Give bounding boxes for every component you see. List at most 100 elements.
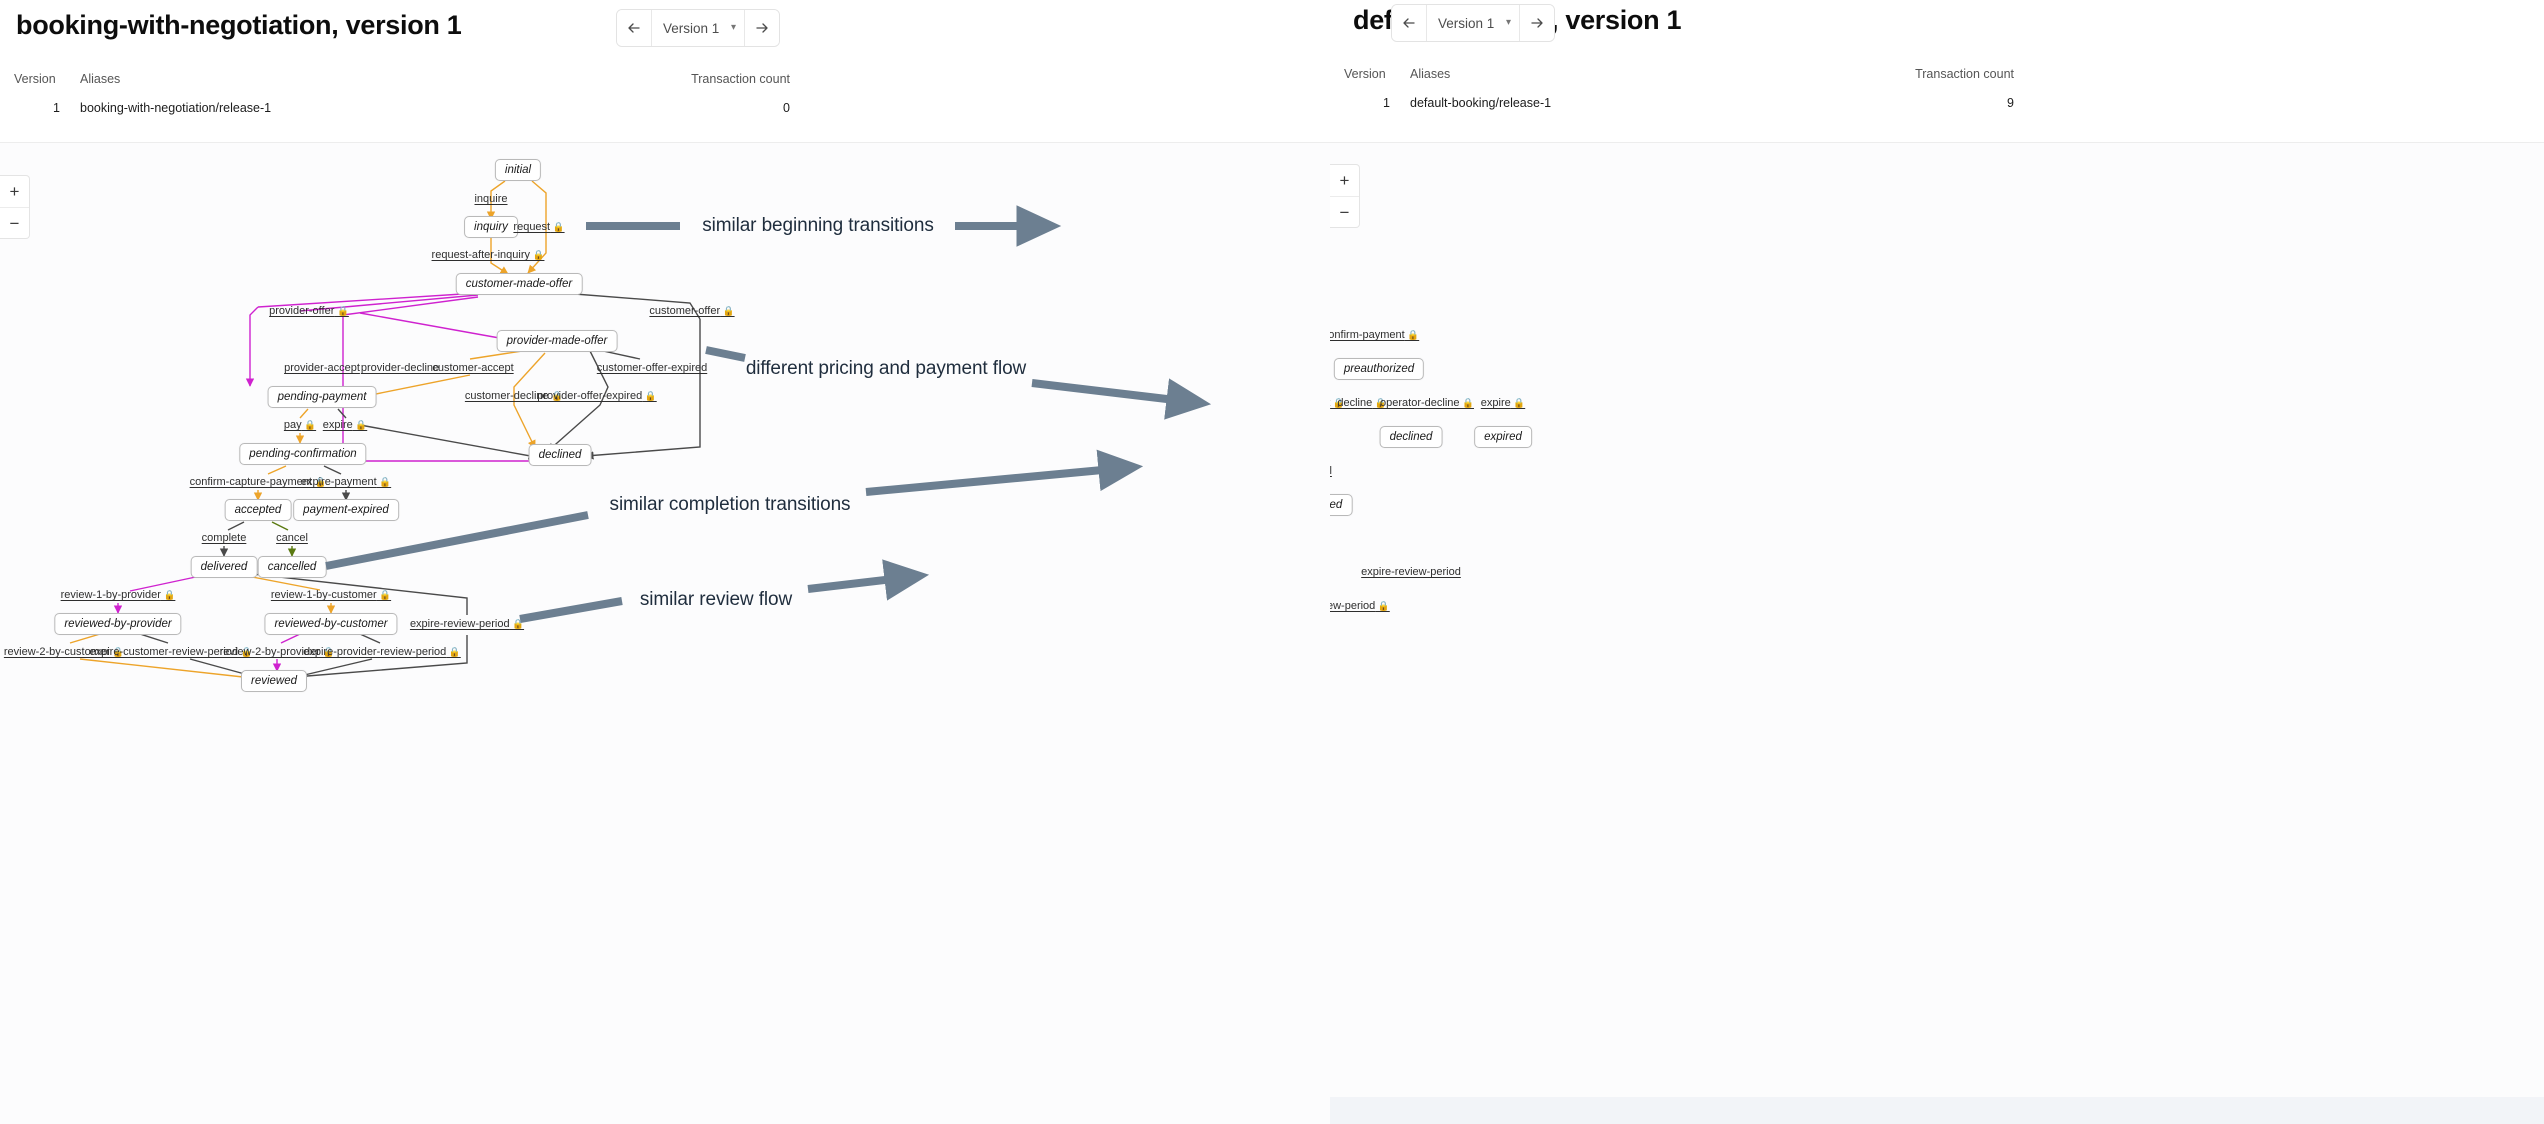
transition-label-provider-offer-expired[interactable]: provider-offer-expired 🔒 xyxy=(537,390,657,402)
panel-header-left: booking-with-negotiation, version 1 Vers… xyxy=(0,0,1330,142)
transition-label-confirm-capture-payment[interactable]: confirm-capture-payment 🔒 xyxy=(189,476,327,488)
state-node-cancelled[interactable]: cancelled xyxy=(257,556,327,578)
transition-label-provider-accept[interactable]: provider-accept xyxy=(284,362,360,374)
cell-transaction-count[interactable]: 0 xyxy=(783,101,790,115)
lock-icon: 🔒 xyxy=(1375,601,1390,612)
col-aliases: Aliases xyxy=(80,72,121,86)
arrow-right-icon[interactable] xyxy=(1520,5,1554,41)
version-pager-right[interactable]: Version 1 ▾ xyxy=(1391,4,1555,42)
transition-label-expire-payment[interactable]: expire-payment 🔒 xyxy=(300,476,392,488)
transition-label-customer-decline[interactable]: customer-decline 🔒 xyxy=(464,390,564,402)
transition-label-request-after-inquiry[interactable]: request-after-inquiry 🔒 xyxy=(431,249,545,261)
state-node-pending-payment[interactable]: pending-payment xyxy=(267,386,377,408)
transition-label-confirm-payment[interactable]: confirm-payment 🔒 xyxy=(1330,329,1420,341)
arrow-right-icon[interactable] xyxy=(745,10,779,46)
transition-label-cancel[interactable]: cancel xyxy=(276,532,308,544)
cell-aliases: booking-with-negotiation/release-1 xyxy=(80,101,272,115)
transition-label-expire[interactable]: expire 🔒 xyxy=(1480,397,1526,409)
state-graph-left[interactable]: + − xyxy=(0,142,1330,1124)
transition-label-review-1-by-customer[interactable]: review-1-by-customer 🔒 xyxy=(270,589,392,601)
cell-aliases: default-booking/release-1 xyxy=(1410,96,1552,110)
transition-label-customer-accept[interactable]: customer-accept xyxy=(432,362,514,374)
zoom-controls-right[interactable]: + − xyxy=(1330,164,1360,228)
zoom-out-button[interactable]: − xyxy=(1330,196,1359,227)
transition-label-review-2-by-customer[interactable]: review-2-by-customer 🔒 xyxy=(3,646,125,658)
transition-label-expire-review-period[interactable]: expire-review-period 🔒 xyxy=(409,618,525,630)
transition-label-cancel[interactable]: cancel xyxy=(1330,465,1332,477)
lock-icon: 🔒 xyxy=(334,306,349,317)
state-node-accepted[interactable]: accepted xyxy=(224,499,292,521)
version-select-right[interactable]: Version 1 ▾ xyxy=(1427,5,1519,41)
state-node-reviewed-by-provider[interactable]: reviewed-by-provider xyxy=(54,613,182,635)
transition-label-review-2-by-provider[interactable]: review-2-by-provider 🔒 xyxy=(219,646,335,658)
transition-label-complete[interactable]: complete xyxy=(201,532,247,544)
transition-label-decline[interactable]: decline 🔒 xyxy=(1337,397,1387,409)
cell-version: 1 xyxy=(53,101,60,115)
zoom-out-button[interactable]: − xyxy=(0,207,29,238)
arrow-left-icon[interactable] xyxy=(617,10,651,46)
page-title-left: booking-with-negotiation, version 1 xyxy=(16,10,462,40)
transition-label-provider-decline[interactable]: provider-decline xyxy=(360,362,440,374)
lock-icon: 🔒 xyxy=(1372,398,1387,409)
zoom-in-button[interactable]: + xyxy=(9,182,20,201)
transition-label-expire-provider-review-period[interactable]: expire-provider-review-period 🔒 xyxy=(1330,600,1390,612)
arrow-left-icon[interactable] xyxy=(1392,5,1426,41)
cell-transaction-count[interactable]: 9 xyxy=(2007,96,2014,110)
version-pager-left[interactable]: Version 1 ▾ xyxy=(616,9,780,47)
lock-icon: 🔒 xyxy=(1330,398,1345,409)
version-select-value: Version 1 xyxy=(1438,15,1495,31)
state-graph-right[interactable]: + − xyxy=(1330,142,2544,1124)
state-node-provider-made-offer[interactable]: provider-made-offer xyxy=(496,330,618,352)
divider xyxy=(1519,5,1520,41)
state-node-inquiry[interactable]: inquiry xyxy=(464,216,518,238)
lock-icon: 🔒 xyxy=(319,647,335,658)
col-transaction-count: Transaction count xyxy=(691,72,790,86)
version-select-left[interactable]: Version 1 ▾ xyxy=(652,10,744,46)
state-node-expired[interactable]: expired xyxy=(1474,426,1532,448)
zoom-in-button[interactable]: + xyxy=(1339,171,1350,190)
state-node-cancelled[interactable]: cancelled xyxy=(1330,494,1353,516)
lock-icon: 🔒 xyxy=(509,619,525,630)
state-node-payment-expired[interactable]: payment-expired xyxy=(293,499,399,521)
transition-label-operator-decline[interactable]: operator-decline 🔒 xyxy=(1380,397,1474,409)
transition-label-request[interactable]: request 🔒 xyxy=(513,221,565,233)
lock-icon: 🔒 xyxy=(376,477,392,488)
state-node-pending-confirmation[interactable]: pending-confirmation xyxy=(239,443,367,465)
divider xyxy=(651,10,652,46)
lock-icon: 🔒 xyxy=(160,590,176,601)
lock-icon: 🔒 xyxy=(1459,398,1474,409)
state-node-reviewed[interactable]: reviewed xyxy=(240,670,308,692)
annotation-beginning: similar beginning transitions xyxy=(702,215,934,236)
transition-label-pay[interactable]: pay 🔒 xyxy=(283,419,317,431)
version-select-value: Version 1 xyxy=(663,20,720,36)
divider xyxy=(1426,5,1427,41)
annotation-pricing: different pricing and payment flow xyxy=(745,358,1027,379)
state-node-declined[interactable]: declined xyxy=(528,444,592,466)
transition-label-expire-provider-review-period[interactable]: expire-provider-review-period 🔒 xyxy=(303,646,461,658)
lock-icon: 🔒 xyxy=(352,420,368,431)
transition-label-provider-offer[interactable]: provider-offer 🔒 xyxy=(269,305,349,317)
cell-version: 1 xyxy=(1383,96,1390,110)
lock-icon: 🔒 xyxy=(529,250,545,261)
transition-label-expire-customer-review-period[interactable]: expire-customer-review-period 🔒 xyxy=(89,646,253,658)
table-header-row: Version Aliases Transaction count xyxy=(1330,67,2014,84)
graph-edges-left xyxy=(69,180,701,682)
transition-label-review-1-by-provider[interactable]: review-1-by-provider 🔒 xyxy=(60,589,176,601)
transition-label-customer-offer-expired[interactable]: customer-offer-expired xyxy=(596,362,708,374)
transition-label-expire[interactable]: expire 🔒 xyxy=(322,419,368,431)
lock-icon: 🔒 xyxy=(642,391,657,402)
state-node-customer-made-offer[interactable]: customer-made-offer xyxy=(455,273,583,295)
zoom-controls-left[interactable]: + − xyxy=(0,175,30,239)
state-node-reviewed-by-customer[interactable]: reviewed-by-customer xyxy=(264,613,398,635)
transition-label-expire-review-period[interactable]: expire-review-period xyxy=(1361,566,1461,578)
state-node-declined[interactable]: declined xyxy=(1379,426,1443,448)
lock-icon: 🔒 xyxy=(238,647,253,658)
transition-label-customer-offer[interactable]: customer-offer 🔒 xyxy=(649,305,735,317)
transition-label-operator-accept[interactable]: operator-accept 🔒 xyxy=(1330,397,1345,409)
lock-icon: 🔒 xyxy=(720,306,735,317)
chevron-down-icon: ▾ xyxy=(730,22,736,33)
transition-label-inquire[interactable]: inquire xyxy=(474,193,508,205)
state-node-delivered[interactable]: delivered xyxy=(190,556,258,578)
state-node-preauthorized[interactable]: preauthorized xyxy=(1333,358,1425,380)
state-node-initial[interactable]: initial xyxy=(494,159,542,181)
